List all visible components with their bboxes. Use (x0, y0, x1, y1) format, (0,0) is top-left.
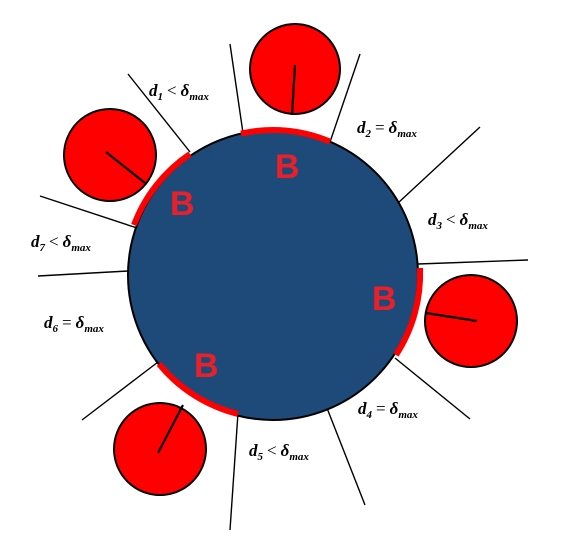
sector-line (329, 53, 361, 143)
sector-line (229, 43, 244, 134)
distance-label-d4: d4=δmax (358, 399, 418, 421)
boundary-letter-b1: B (275, 148, 300, 186)
boundary-arc-lower-left (156, 362, 239, 417)
particle-radius-line (105, 151, 146, 184)
sector-line (81, 361, 159, 421)
distance-label-d5: d5<δmax (249, 441, 309, 463)
boundary-arc-upper-left (131, 151, 192, 227)
boundary-arc-top (240, 127, 332, 145)
particle-lower-left (113, 402, 207, 496)
particle-right (424, 274, 518, 368)
sector-line (39, 195, 138, 229)
sector-line (417, 259, 529, 265)
particle-top (249, 23, 341, 116)
sector-line (394, 357, 471, 420)
particle-radius-line (157, 404, 184, 454)
particle-radius-line (290, 64, 297, 116)
sector-line (324, 402, 366, 506)
particle-radius-line (425, 311, 478, 323)
boundary-letter-b2: B (170, 185, 195, 223)
distance-label-d6: d6=δmax (44, 313, 104, 335)
sector-line (229, 412, 239, 531)
sector-line (127, 73, 191, 153)
particles (63, 23, 518, 496)
particle-upper-left (63, 108, 157, 202)
boundary-letter-b4: B (194, 347, 219, 385)
sector-lines (37, 43, 529, 531)
boundary-arcs (131, 127, 424, 417)
distance-label-d3: d3<δmax (428, 210, 488, 232)
distance-label-d2: d2=δmax (357, 118, 417, 140)
distance-label-d1: d1<δmax (149, 81, 209, 103)
sector-line (37, 270, 129, 277)
boundary-letter-b3: B (372, 280, 397, 318)
distance-labels: d1<δmax d2=δmax d3<δmax d4=δmax d5<δmax … (31, 81, 488, 463)
boundary-letters: B B B B (170, 148, 397, 385)
distance-label-d7: d7<δmax (31, 232, 91, 254)
sector-line (397, 126, 481, 204)
boundary-arc-right (393, 267, 424, 357)
